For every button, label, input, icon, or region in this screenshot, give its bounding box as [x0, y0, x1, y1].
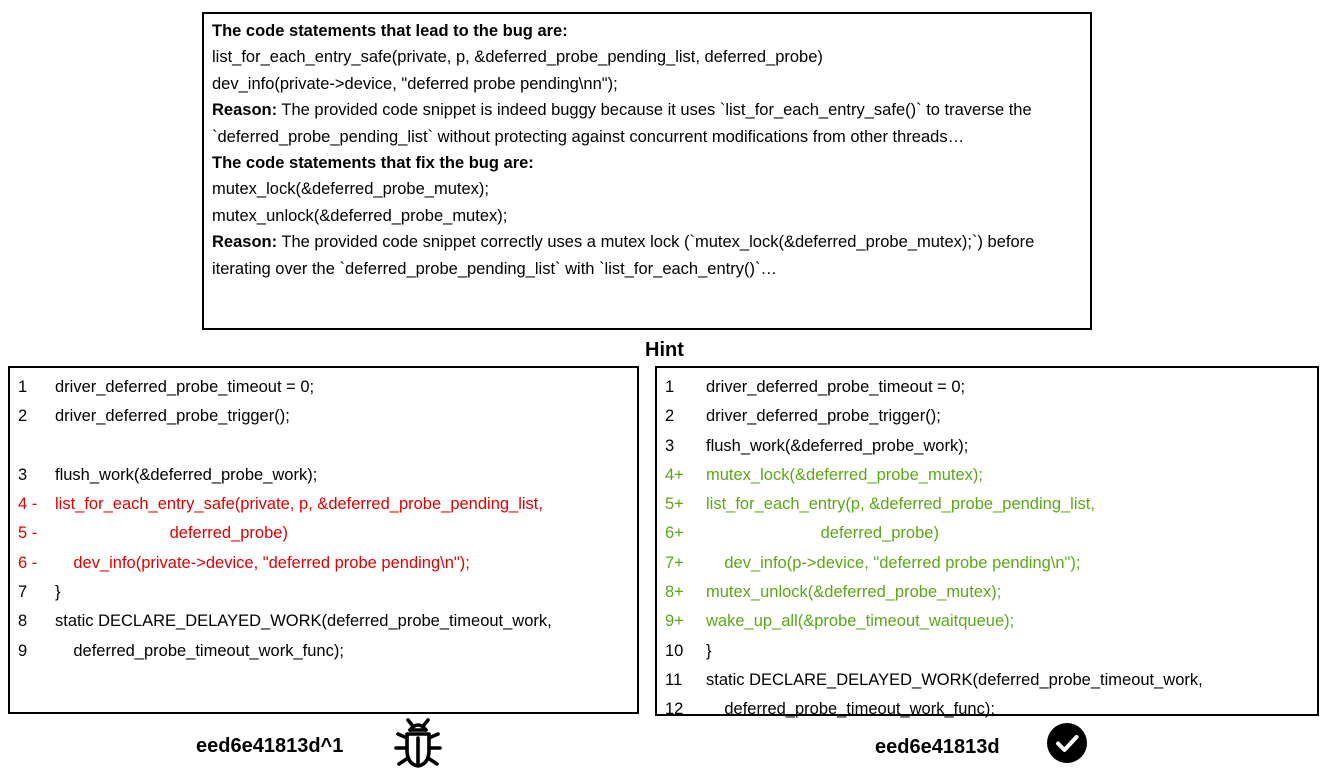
line-number: 1	[18, 378, 28, 396]
line-number: 4+	[665, 465, 684, 484]
line-number: 6 -	[18, 553, 38, 572]
line-code: deferred_probe)	[55, 524, 288, 543]
code-line: 7}	[10, 578, 637, 607]
code-line	[10, 432, 637, 461]
line-code: dev_info(p->device, "deferred probe pend…	[706, 553, 1081, 572]
line-code: }	[706, 641, 712, 660]
bug-reason-text: The provided code snippet is indeed bugg…	[212, 101, 1032, 146]
code-line: 1 driver_deferred_probe_timeout = 0;	[10, 373, 637, 402]
code-line: 3 flush_work(&deferred_probe_work);	[10, 461, 637, 490]
code-line: 3 flush_work(&deferred_probe_work);	[657, 432, 1317, 461]
line-code: driver_deferred_probe_trigger();	[706, 407, 941, 426]
fixed-commit-label: eed6e41813d	[875, 736, 1000, 758]
bug-heading: The code statements that lead to the bug…	[212, 22, 568, 40]
fix-statement-2: mutex_unlock(&deferred_probe_mutex);	[212, 206, 508, 225]
line-code: flush_work(&deferred_probe_work);	[55, 465, 318, 484]
line-number: 7+	[665, 553, 684, 572]
code-line: 8 static DECLARE_DELAYED_WORK(deferred_pr…	[10, 607, 637, 636]
line-number: 5+	[665, 495, 684, 514]
line-code: list_for_each_entry(p, &deferred_probe_p…	[706, 495, 1095, 514]
fix-statement-1: mutex_lock(&deferred_probe_mutex);	[212, 180, 489, 199]
line-code: dev_info(private->device, "deferred prob…	[55, 553, 470, 572]
line-number: 11	[665, 670, 683, 689]
buggy-commit-label: eed6e41813d^1	[196, 735, 344, 757]
line-number: 7	[18, 583, 28, 602]
line-code: deferred_probe)	[706, 524, 939, 543]
line-number: 6+	[665, 524, 684, 543]
fix-reason: Reason: The provided code snippet correc…	[212, 229, 1072, 282]
line-code: wake_up_all(&probe_timeout_waitqueue);	[706, 612, 1015, 631]
fix-heading: The code statements that fix the bug are…	[212, 154, 534, 173]
code-line: 1 driver_deferred_probe_timeout = 0;	[657, 373, 1317, 402]
code-line: 8+ mutex_unlock(&deferred_probe_mutex);	[657, 578, 1317, 607]
line-number: 12	[665, 700, 684, 719]
line-number: 2	[665, 407, 675, 426]
code-line: 10}	[657, 637, 1317, 666]
line-number: 9	[18, 641, 28, 660]
code-line: 4+ mutex_lock(&deferred_probe_mutex);	[657, 461, 1317, 490]
code-line: 2 driver_deferred_probe_trigger();	[10, 402, 637, 431]
line-code: deferred_probe_timeout_work_func);	[706, 700, 995, 719]
bug-reason-label: Reason:	[212, 101, 278, 120]
code-line: 5+ list_for_each_entry(p, &deferred_probe…	[657, 490, 1317, 519]
code-line: 5 - deferred_probe)	[10, 519, 637, 548]
code-line: 6+ deferred_probe)	[657, 519, 1317, 548]
bug-statement-2: dev_info(private->device, "deferred prob…	[212, 74, 618, 93]
line-code: static DECLARE_DELAYED_WORK(deferred_pro…	[706, 670, 1203, 689]
line-code: static DECLARE_DELAYED_WORK(deferred_pro…	[55, 612, 552, 631]
line-code: mutex_lock(&deferred_probe_mutex);	[706, 465, 983, 484]
bug-reason: Reason: The provided code snippet is ind…	[212, 97, 1072, 150]
bug-statement-1: list_for_each_entry_safe(private, p, &de…	[212, 48, 823, 67]
hint-title: Hint	[645, 339, 684, 361]
code-line: 9 deferred_probe_timeout_work_func);	[10, 637, 637, 666]
code-line: 11 static DECLARE_DELAYED_WORK(deferred_p…	[657, 666, 1317, 695]
line-number: 5 -	[18, 524, 38, 543]
fixed-code-panel: 1 driver_deferred_probe_timeout = 0; 2 driv…	[655, 366, 1319, 718]
code-line: 4 - list_for_each_entry_safe(private, p, …	[10, 490, 637, 519]
line-number: 8+	[665, 583, 684, 602]
line-code: driver_deferred_probe_trigger();	[55, 407, 290, 426]
code-line: 6 - dev_info(private->device, "deferred …	[10, 549, 637, 578]
line-code: mutex_unlock(&deferred_probe_mutex);	[706, 583, 1002, 602]
line-number: 8	[18, 612, 28, 631]
line-code: }	[55, 583, 61, 602]
line-number: 4 -	[18, 495, 38, 514]
line-number: 10	[665, 641, 684, 660]
code-line: 2 driver_deferred_probe_trigger();	[657, 402, 1317, 431]
fix-reason-label: Reason:	[212, 233, 278, 252]
check-circle-icon	[1047, 723, 1087, 763]
line-code: driver_deferred_probe_timeout = 0;	[55, 378, 315, 396]
bug-icon	[394, 718, 442, 768]
line-number: 3	[18, 465, 28, 484]
code-line: 9+ wake_up_all(&probe_timeout_waitqueue);	[657, 607, 1317, 636]
line-number: 2	[18, 407, 28, 426]
code-line: 12 deferred_probe_timeout_work_func);	[657, 695, 1317, 724]
line-code: flush_work(&deferred_probe_work);	[706, 436, 969, 455]
fix-reason-text: The provided code snippet correctly uses…	[212, 233, 1035, 278]
code-line: 7+ dev_info(p->device, "deferred probe p…	[657, 549, 1317, 578]
line-number: 9+	[665, 612, 684, 631]
line-number: 3	[665, 436, 675, 455]
line-code: driver_deferred_probe_timeout = 0;	[706, 378, 966, 396]
line-number: 1	[665, 378, 675, 396]
hint-box: The code statements that lead to the bug…	[202, 12, 1092, 330]
buggy-code-panel: 1 driver_deferred_probe_timeout = 0; 2 driv…	[8, 366, 639, 714]
line-code: deferred_probe_timeout_work_func);	[55, 641, 344, 660]
line-code: list_for_each_entry_safe(private, p, &de…	[55, 495, 543, 514]
